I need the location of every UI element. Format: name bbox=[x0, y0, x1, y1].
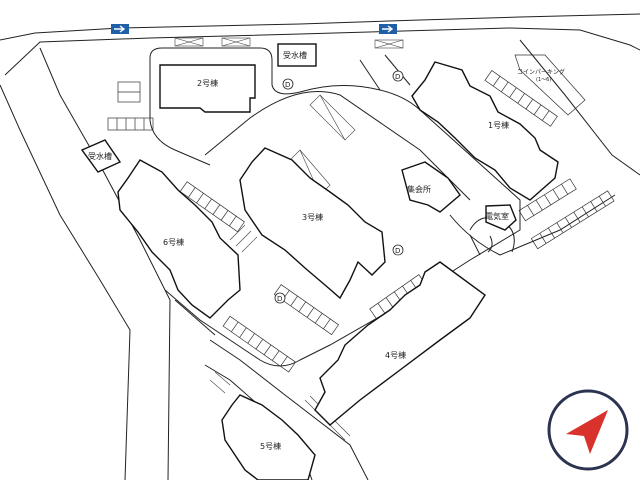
building-6[interactable]: 6号棟 bbox=[117, 159, 241, 319]
building-5-label: 5号棟 bbox=[260, 441, 281, 451]
building-1[interactable]: 1号棟 bbox=[411, 61, 559, 201]
entrance-sign-right bbox=[379, 24, 397, 34]
hatched-spaces-top bbox=[174, 37, 404, 49]
building-3[interactable]: 3号棟 bbox=[239, 147, 386, 300]
parking-row-e bbox=[273, 284, 339, 336]
electric-room[interactable]: 電気室 bbox=[485, 204, 517, 231]
road-network bbox=[0, 13, 640, 480]
meeting-hall-label: 集会所 bbox=[407, 184, 431, 194]
dumpster-marker: D bbox=[392, 70, 404, 82]
svg-text:D: D bbox=[285, 81, 290, 89]
electric-room-label: 電気室 bbox=[485, 211, 509, 221]
svg-text:D: D bbox=[277, 295, 282, 303]
water-tank-left-label: 受水槽 bbox=[88, 151, 112, 161]
dumpster-marker: D bbox=[392, 244, 404, 256]
water-tank-top-label: 受水槽 bbox=[283, 50, 307, 60]
building-1-label: 1号棟 bbox=[488, 120, 509, 130]
building-6-label: 6号棟 bbox=[163, 237, 184, 247]
parking-row-d bbox=[222, 315, 297, 373]
building-2[interactable]: 2号棟 bbox=[159, 64, 256, 113]
svg-text:D: D bbox=[395, 247, 400, 255]
coin-parking-range: (1〜6) bbox=[536, 77, 551, 83]
parking-row-h bbox=[530, 190, 615, 250]
dumpster-markers: D D D D bbox=[274, 70, 404, 304]
coin-parking-label: コインパーキング bbox=[517, 68, 565, 76]
building-5[interactable]: 5号棟 bbox=[221, 394, 316, 480]
water-tank-left[interactable]: 受水槽 bbox=[80, 139, 122, 173]
entrance-sign-left bbox=[111, 24, 129, 34]
parking-row-i bbox=[518, 178, 577, 222]
parking-stalls bbox=[107, 37, 615, 441]
parking-row-b bbox=[117, 81, 141, 103]
building-3-label: 3号棟 bbox=[302, 212, 323, 222]
building-4[interactable]: 4号棟 bbox=[314, 261, 486, 426]
parking-row-a bbox=[107, 117, 154, 131]
building-4-label: 4号棟 bbox=[385, 350, 406, 360]
building-2-label: 2号棟 bbox=[197, 78, 218, 88]
svg-text:D: D bbox=[395, 73, 400, 81]
parking-row-g bbox=[484, 70, 558, 127]
water-tank-top[interactable]: 受水槽 bbox=[277, 43, 317, 67]
meeting-hall[interactable]: 集会所 bbox=[401, 161, 461, 213]
coin-parking[interactable]: コインパーキング (1〜6) bbox=[514, 54, 586, 116]
parking-row-c bbox=[179, 181, 245, 233]
dumpster-marker: D bbox=[282, 78, 294, 90]
dumpster-marker: D bbox=[274, 292, 286, 304]
compass-icon bbox=[547, 389, 629, 471]
